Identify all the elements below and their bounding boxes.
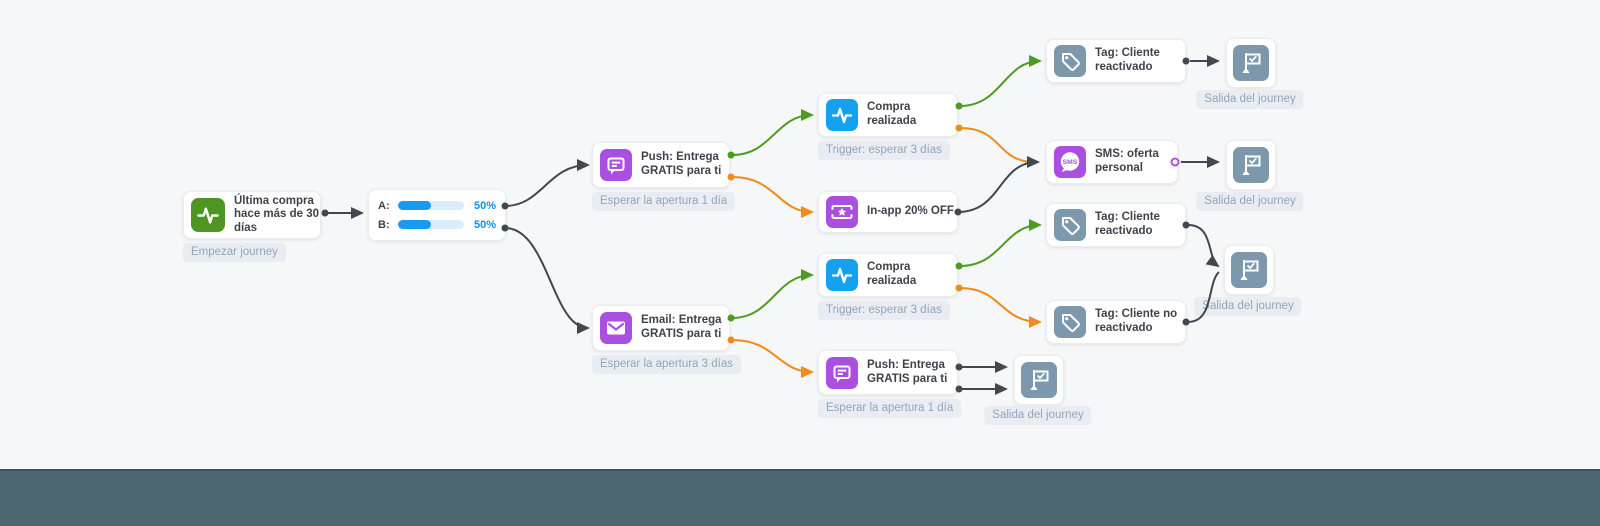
journey-node-purchase-2[interactable]: Compra realizada (818, 253, 958, 297)
journey-node-tag-not-reactivated[interactable]: Tag: Cliente no reactivado (1046, 300, 1186, 344)
exit-label: Salida del journey (984, 406, 1092, 426)
node-title: Última compra hace más de 30 días (234, 194, 320, 234)
node-title: Tag: Cliente reactivado (1095, 47, 1160, 73)
edge-purchase1-to-tag1 (959, 55, 1042, 107)
exit-flag-icon (1233, 147, 1269, 183)
port-start-out[interactable] (321, 209, 329, 217)
edge-email-to-purchase2 (731, 269, 814, 319)
variant-b-progress-bar (398, 220, 464, 229)
variant-b-label: B: (378, 218, 390, 231)
node-title: Tag: Cliente no reactivado (1095, 308, 1178, 334)
node-title: In-app 20% OFF (867, 205, 954, 218)
wait-badge: Esperar la apertura 1 día (592, 192, 736, 212)
edge-push1-to-purchase1 (731, 109, 814, 156)
journey-node-ab-split[interactable]: A: 50% B: 50% (368, 189, 506, 241)
journey-node-email[interactable]: Email: Entrega GRATIS para ti (592, 305, 730, 351)
edge-absplit-to-push1 (504, 159, 590, 207)
variant-a-progress-fill (398, 201, 431, 210)
edge-absplit-to-email (504, 227, 590, 334)
wait-badge: Esperar la apertura 1 día (818, 399, 962, 419)
edge-email-to-push2 (731, 339, 814, 378)
edge-push1-to-inapp (731, 176, 814, 218)
edge-purchase2-to-tag2 (959, 219, 1042, 267)
trigger-badge: Trigger: esperar 3 días (818, 301, 950, 321)
purchase-activity-icon (826, 259, 858, 291)
push-message-icon (826, 356, 858, 389)
wait-badge: Esperar la apertura 3 días (592, 355, 741, 375)
variant-b-progress-fill (398, 220, 431, 229)
ab-split-row-a: A: 50% (378, 200, 496, 212)
ab-split-row-b: B: 50% (378, 219, 496, 231)
node-title: Email: Entrega GRATIS para ti (641, 314, 722, 340)
edge-inapp-to-sms (957, 156, 1040, 213)
variant-a-progress-bar (398, 201, 464, 210)
journey-node-tag-reactivated-2[interactable]: Tag: Cliente reactivado (1046, 203, 1186, 247)
exit-label: Salida del journey (1196, 90, 1304, 110)
purchase-activity-icon (826, 99, 858, 131)
journey-node-push-1[interactable]: Push: Entrega GRATIS para ti (592, 142, 730, 188)
variant-a-percent: 50% (473, 199, 496, 212)
activity-icon (191, 198, 225, 232)
exit-node-4[interactable] (1014, 355, 1064, 405)
inapp-ticket-icon (826, 196, 858, 228)
edge-tag2-to-exit3 (1187, 224, 1220, 268)
trigger-badge: Trigger: esperar 3 días (818, 141, 950, 161)
journey-node-push-2[interactable]: Push: Entrega GRATIS para ti (818, 350, 958, 395)
variant-b-percent: 50% (473, 218, 496, 231)
tag-icon (1054, 45, 1086, 77)
footer-bar (0, 469, 1600, 526)
exit-flag-icon (1021, 362, 1057, 398)
node-title: Push: Entrega GRATIS para ti (641, 151, 722, 177)
node-title: Compra realizada (867, 101, 917, 127)
node-title: Push: Entrega GRATIS para ti (867, 358, 948, 385)
exit-flag-icon (1231, 252, 1267, 288)
edge-purchase2-to-tag3 (959, 287, 1042, 328)
exit-node-1[interactable] (1226, 38, 1276, 88)
sms-icon-text: SMS (1063, 159, 1078, 166)
tag-icon (1054, 209, 1086, 241)
journey-node-purchase-1[interactable]: Compra realizada (818, 93, 958, 137)
node-title: Compra realizada (867, 261, 917, 287)
exit-flag-icon (1233, 45, 1269, 81)
sms-icon: SMS (1054, 146, 1086, 178)
exit-label: Salida del journey (1196, 192, 1304, 212)
journey-node-tag-reactivated-1[interactable]: Tag: Cliente reactivado (1046, 39, 1186, 83)
exit-node-3[interactable] (1224, 245, 1274, 295)
edge-purchase1-to-sms (959, 127, 1033, 163)
push-message-icon (600, 149, 632, 181)
variant-a-label: A: (378, 199, 390, 212)
node-title: SMS: oferta personal (1095, 148, 1159, 174)
tag-icon (1054, 306, 1086, 338)
exit-label: Salida del journey (1194, 297, 1302, 317)
email-icon (600, 312, 632, 344)
journey-node-start-trigger[interactable]: Última compra hace más de 30 días (183, 191, 321, 239)
exit-node-2[interactable] (1226, 140, 1276, 190)
start-journey-badge: Empezar journey (183, 243, 286, 263)
journey-node-sms-offer[interactable]: SMS SMS: oferta personal (1046, 140, 1178, 184)
node-title: Tag: Cliente reactivado (1095, 211, 1160, 237)
journey-node-inapp-offer[interactable]: In-app 20% OFF (818, 191, 958, 233)
